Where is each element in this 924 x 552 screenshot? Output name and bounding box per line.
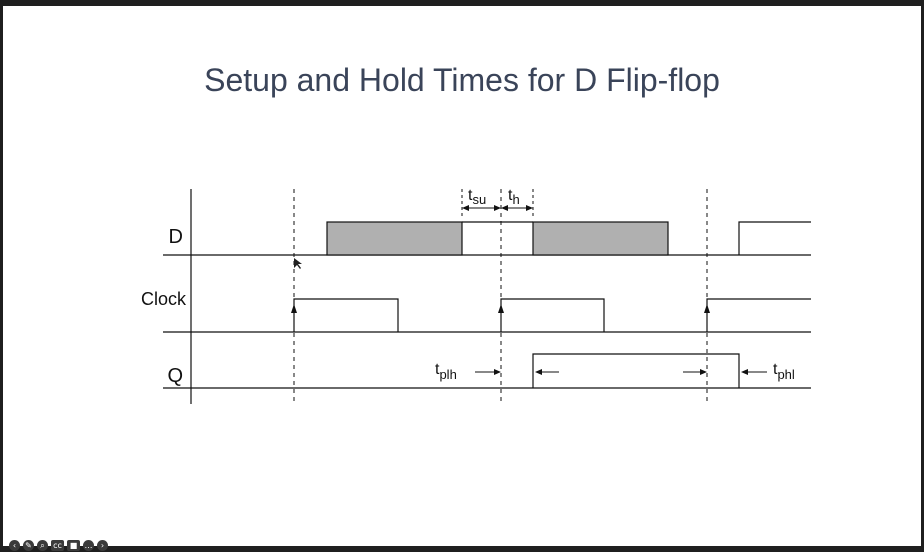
clock-edge-arrow-2 xyxy=(498,304,504,313)
d-pulse-2 xyxy=(532,221,669,256)
tsu-arrowhead-left xyxy=(462,205,469,211)
d-pulse-1 xyxy=(326,221,463,256)
tphl-arrowhead-out xyxy=(741,369,748,375)
th-arrowhead-left xyxy=(501,205,508,211)
th-label: th xyxy=(508,187,520,207)
more-icon[interactable]: … xyxy=(83,539,94,551)
signal-label-clock: Clock xyxy=(141,289,187,309)
captions-icon[interactable]: cc xyxy=(51,539,64,551)
timing-diagram: D Clock Q tsu th tplh tphl xyxy=(141,187,811,404)
signal-label-d: D xyxy=(169,226,183,248)
prev-icon[interactable]: ‹ xyxy=(9,539,20,551)
slide: Setup and Hold Times for D Flip-flop xyxy=(3,6,921,551)
tsu-label: tsu xyxy=(468,187,486,207)
tplh-label: tplh xyxy=(435,361,457,382)
zoom-icon[interactable]: ⌕ xyxy=(37,539,48,551)
tphl-label: tphl xyxy=(773,361,795,382)
next-icon[interactable]: › xyxy=(97,539,108,551)
clock-pulse-2 xyxy=(500,298,605,332)
d-rise-3 xyxy=(738,221,811,255)
tplh-arrowhead-in xyxy=(494,369,501,375)
mouse-cursor-icon xyxy=(294,258,302,269)
tplh-arrowhead-out xyxy=(535,369,542,375)
clock-pulse-3 xyxy=(706,298,811,332)
slide-title: Setup and Hold Times for D Flip-flop xyxy=(204,62,720,98)
clock-edge-arrow-3 xyxy=(704,304,710,313)
slide-controls: ‹ ✎ ⌕ cc ■ … › xyxy=(9,538,108,552)
th-arrowhead-right xyxy=(526,205,533,211)
pen-icon[interactable]: ✎ xyxy=(23,539,34,551)
camera-icon[interactable]: ■ xyxy=(67,539,80,551)
tsu-arrowhead-right xyxy=(494,205,501,211)
tphl-arrowhead-in xyxy=(700,369,707,375)
clock-edge-arrow-1 xyxy=(291,304,297,313)
q-pulse xyxy=(532,353,740,388)
clock-pulse-1 xyxy=(293,298,399,332)
signal-label-q: Q xyxy=(167,365,183,387)
